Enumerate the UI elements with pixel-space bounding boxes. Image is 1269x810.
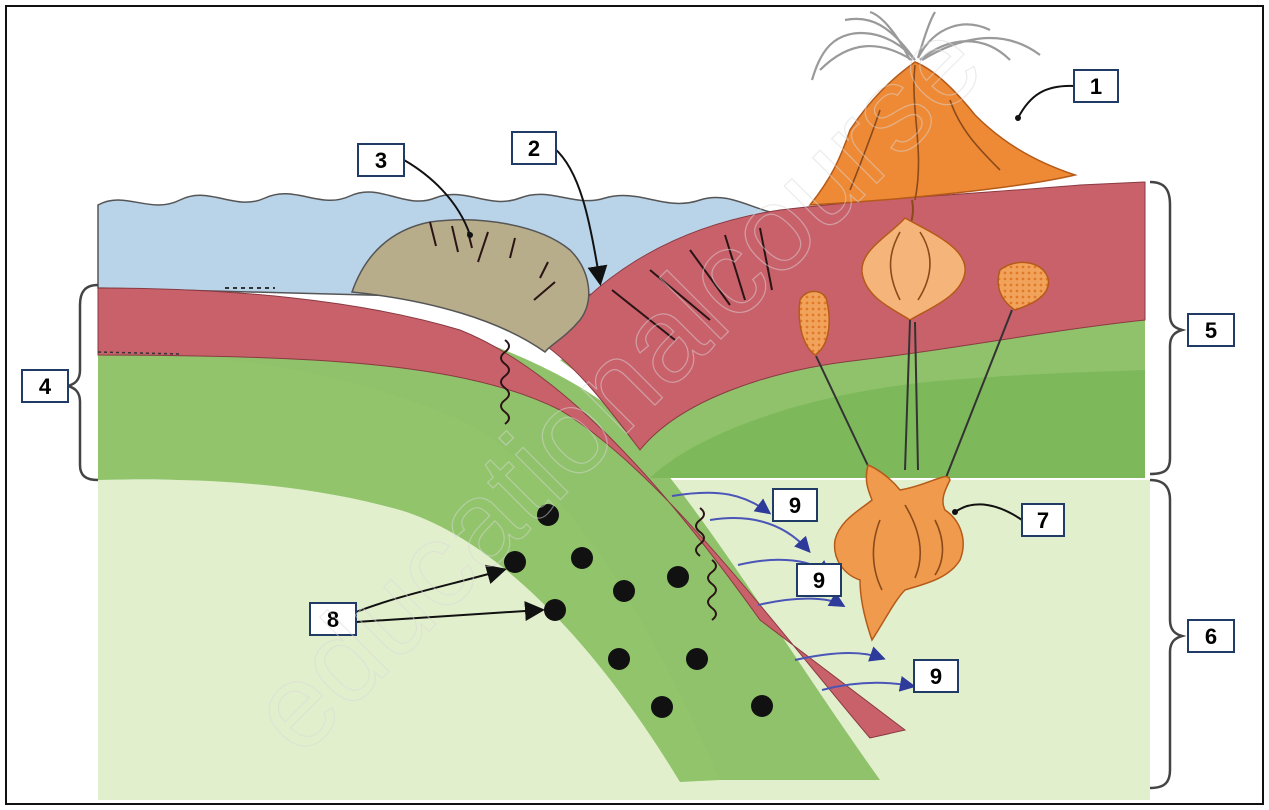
label-9c-text: 9 [930, 664, 942, 689]
label-9-top: 9 [773, 489, 817, 521]
label-6: 6 [1188, 620, 1234, 652]
label-9-middle: 9 [797, 564, 841, 596]
label-3-text: 3 [375, 148, 387, 173]
label-4-text: 4 [39, 374, 52, 399]
label-5-text: 5 [1205, 318, 1217, 343]
label-2-text: 2 [528, 136, 540, 161]
label-2: 2 [512, 132, 556, 164]
label-7: 7 [1022, 504, 1064, 536]
label-1-text: 1 [1090, 74, 1102, 99]
label-6-text: 6 [1205, 624, 1217, 649]
label-9-bottom: 9 [914, 660, 958, 692]
label-9a-text: 9 [789, 493, 801, 518]
label-9b-text: 9 [813, 568, 825, 593]
label-1: 1 [1074, 70, 1118, 102]
label-7-text: 7 [1037, 508, 1049, 533]
label-5: 5 [1188, 314, 1234, 346]
label-4: 4 [22, 370, 68, 402]
label-3: 3 [358, 144, 404, 176]
